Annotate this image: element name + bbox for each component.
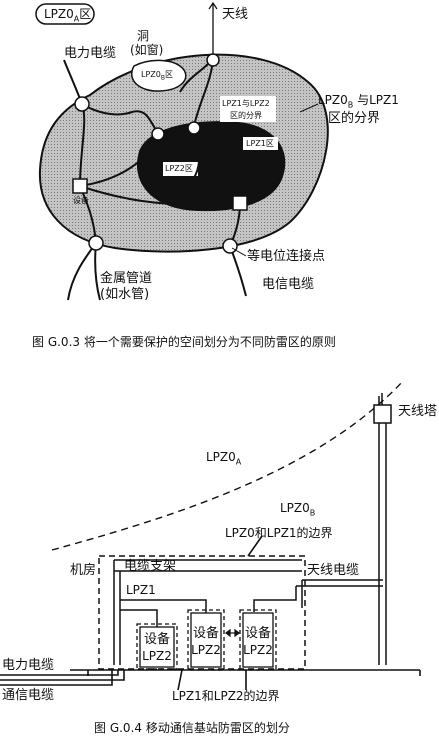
lpz2-zone-label: LPZ2区 bbox=[165, 164, 193, 173]
lpz2-label-box bbox=[163, 162, 198, 176]
equipment-box-right bbox=[232, 195, 248, 211]
node-lpz2-right bbox=[187, 121, 201, 135]
figure-g03-caption: 图 G.0.3 将一个需要保护的空间划分为不同防雷区的原则 bbox=[32, 335, 336, 349]
lpz0b-lpz1-boundary-label: LPZ0B 与LPZ1 bbox=[318, 93, 399, 110]
hole-label-window: (如窗) bbox=[130, 43, 164, 57]
equipotential-point-label: 等电位连接点 bbox=[247, 249, 326, 264]
node-telecom-entry bbox=[222, 238, 238, 254]
lpz0a-boundary-arc bbox=[51, 379, 405, 551]
node-pipe-entry bbox=[88, 235, 104, 251]
antenna-tower-label: 天线塔 bbox=[398, 404, 438, 419]
lpz0b-window-zone bbox=[131, 59, 187, 92]
lpz1-label: LPZ1 bbox=[126, 583, 156, 597]
hole-label: 洞 bbox=[137, 29, 150, 43]
equipment-box-left bbox=[72, 178, 88, 194]
node-antenna-entry bbox=[206, 53, 220, 67]
lpz0-lpz1-boundary-label: LPZ0和LPZ1的边界 bbox=[225, 526, 333, 540]
lpz0b-lpz1-boundary-label-2: 区的分界 bbox=[328, 111, 381, 126]
lpz0b-zone-label: LPZ0B区 bbox=[141, 70, 173, 82]
lpz1-lpz2-boundary-label-box bbox=[220, 96, 276, 122]
figure-g04-caption: 图 G.0.4 移动通信基站防雷区的划分 bbox=[94, 721, 290, 735]
metal-pipe-label-2: (如水管) bbox=[100, 287, 150, 302]
metal-pipe-label: 金属管道 bbox=[100, 271, 153, 286]
antenna-label: 天线 bbox=[222, 7, 249, 22]
lpz0a-pill bbox=[35, 3, 95, 25]
telecom-cable-label: 电信电缆 bbox=[262, 277, 315, 292]
power-cable-label: 电力电缆 bbox=[64, 46, 117, 61]
comm-cable-label: 通信电缆 bbox=[2, 688, 55, 703]
lpz1-lpz2-boundary-label-2: 区的分界 bbox=[230, 111, 262, 120]
node-power-entry bbox=[74, 96, 90, 112]
cable-tray-label: 电缆支架 bbox=[124, 559, 177, 574]
machine-room-outline bbox=[98, 555, 306, 670]
lpz1-lpz2-boundary-label: LPZ1与LPZ2 bbox=[222, 99, 270, 108]
lpz1-label-box bbox=[243, 137, 278, 150]
lpz0b-label: LPZ0B bbox=[280, 501, 316, 518]
power-cable-label-2: 电力电缆 bbox=[2, 658, 55, 673]
node-lpz2-left bbox=[151, 127, 165, 141]
lpz1-zone-label: LPZ1区 bbox=[246, 139, 274, 148]
lpz0a-zone-label: LPZ0A区 bbox=[44, 7, 92, 24]
antenna-tower-head bbox=[373, 404, 392, 424]
equipment-label: 设备 bbox=[73, 196, 89, 205]
lpz1-lpz2-boundary-label-fig2: LPZ1和LPZ2的边界 bbox=[172, 689, 280, 703]
lpz0a-label: LPZ0A bbox=[206, 450, 242, 467]
machine-room-label: 机房 bbox=[70, 563, 97, 578]
antenna-cable-label: 天线电缆 bbox=[307, 563, 360, 578]
device1-outline bbox=[136, 623, 178, 670]
